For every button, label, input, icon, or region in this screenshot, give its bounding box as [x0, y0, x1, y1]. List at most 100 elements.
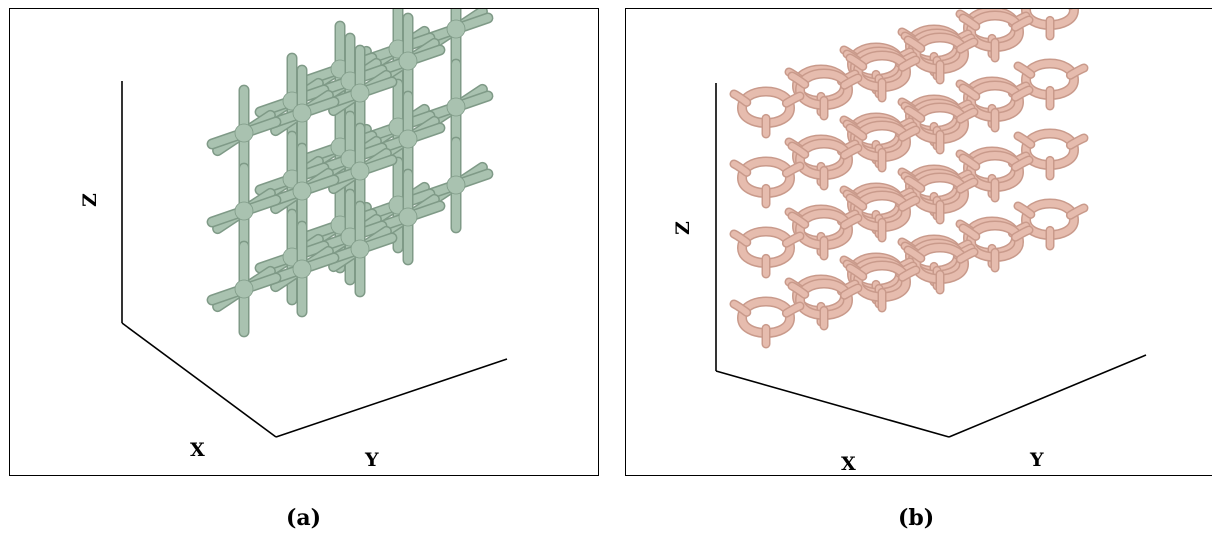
ligament-arm [905, 107, 924, 122]
axis-x-line [121, 322, 277, 438]
ligament-arm [789, 143, 808, 158]
ligament [912, 174, 968, 213]
ligament-arm [847, 55, 866, 70]
ligament-arm [960, 225, 979, 240]
axis-y-line [275, 358, 508, 438]
ligament-arm [1012, 17, 1032, 31]
axis-y-line [948, 354, 1147, 438]
lattice-node [398, 207, 418, 227]
lattice-node [446, 175, 466, 195]
lattice-node [398, 51, 418, 71]
lattice-node [234, 201, 254, 221]
ligament-arm [1012, 227, 1032, 241]
lattice-b-struts [729, 9, 1089, 349]
axis-x-label: X [841, 453, 856, 475]
ligament [912, 244, 968, 283]
lattice-node [398, 129, 418, 149]
panel-b: Z X Y [625, 8, 1212, 476]
lattice-node [292, 181, 312, 201]
panel-a: Z X Y [9, 8, 599, 476]
ligament-arm [789, 283, 808, 298]
axis-x-label: X [190, 439, 205, 461]
ligament-arm [899, 197, 919, 211]
ligament-arm [905, 177, 924, 192]
axis-y-label: Y [365, 449, 379, 471]
lattice-node [350, 161, 370, 181]
ligament-arm [957, 249, 977, 263]
ligament-arm [783, 163, 803, 177]
ligament [796, 140, 852, 179]
ligament-arm [1015, 63, 1034, 78]
ligament-arm [960, 155, 979, 170]
ligament-arm [783, 233, 803, 247]
ligament [1022, 200, 1078, 239]
ligament-arm [957, 109, 977, 123]
ligament-arm [841, 75, 861, 89]
ligament-arm [899, 267, 919, 281]
lattice-node [292, 259, 312, 279]
ligament [912, 104, 968, 143]
ligament-arm [1067, 135, 1087, 149]
ligament-arm [1012, 157, 1032, 171]
ligament [854, 122, 910, 161]
ligament-arm [847, 265, 866, 280]
lattice-node [234, 279, 254, 299]
ligament-arm [899, 127, 919, 141]
axis-y-label: Y [1030, 449, 1044, 471]
ligament [738, 88, 794, 127]
axis-z-label: Z [78, 193, 101, 207]
lattice-a-canvas [121, 9, 508, 438]
ligament-arm [731, 91, 750, 106]
ligament [1022, 9, 1078, 29]
ligament-arm [783, 303, 803, 317]
ligament [796, 70, 852, 109]
ligament-arm [905, 247, 924, 262]
ligament [1022, 130, 1078, 169]
lattice-node [446, 97, 466, 117]
ligament [967, 222, 1023, 261]
ligament-arm [789, 73, 808, 88]
ligament-arm [1012, 87, 1032, 101]
lattice-node [234, 123, 254, 143]
ligament-arm [731, 231, 750, 246]
ligament [738, 228, 794, 267]
ligament-arm [841, 145, 861, 159]
ligament [1022, 60, 1078, 99]
ligament-arm [1015, 203, 1034, 218]
ligament [738, 158, 794, 197]
ligament [967, 82, 1023, 121]
ligament-arm [957, 179, 977, 193]
ligament-arm [789, 213, 808, 228]
ligament-arm [841, 215, 861, 229]
ligament [796, 280, 852, 319]
ligament [912, 34, 968, 73]
ligament-arm [905, 37, 924, 52]
lattice-node [292, 103, 312, 123]
ligament-arm [1015, 133, 1034, 148]
ligament [967, 152, 1023, 191]
ligament-arm [783, 93, 803, 107]
lattice-node [350, 83, 370, 103]
ligament [796, 210, 852, 249]
ligament-arm [957, 39, 977, 53]
lattice-node [350, 239, 370, 259]
caption-b: (b) [898, 505, 935, 531]
ligament-arm [960, 85, 979, 100]
ligament-arm [1067, 205, 1087, 219]
lattice-a-struts [206, 9, 494, 338]
ligament [854, 52, 910, 91]
axes-b [715, 83, 1147, 438]
axis-x-line [715, 370, 950, 438]
ligament-arm [1067, 65, 1087, 79]
ligament [854, 262, 910, 301]
ligament-arm [847, 195, 866, 210]
lattice-b-canvas [715, 9, 1147, 438]
lattice-node [446, 19, 466, 39]
axis-z-label: Z [671, 221, 694, 235]
axes-a [121, 81, 508, 438]
ligament [738, 298, 794, 337]
ligament-arm [731, 301, 750, 316]
ligament-arm [841, 285, 861, 299]
ligament-arm [731, 161, 750, 176]
ligament-arm [847, 125, 866, 140]
